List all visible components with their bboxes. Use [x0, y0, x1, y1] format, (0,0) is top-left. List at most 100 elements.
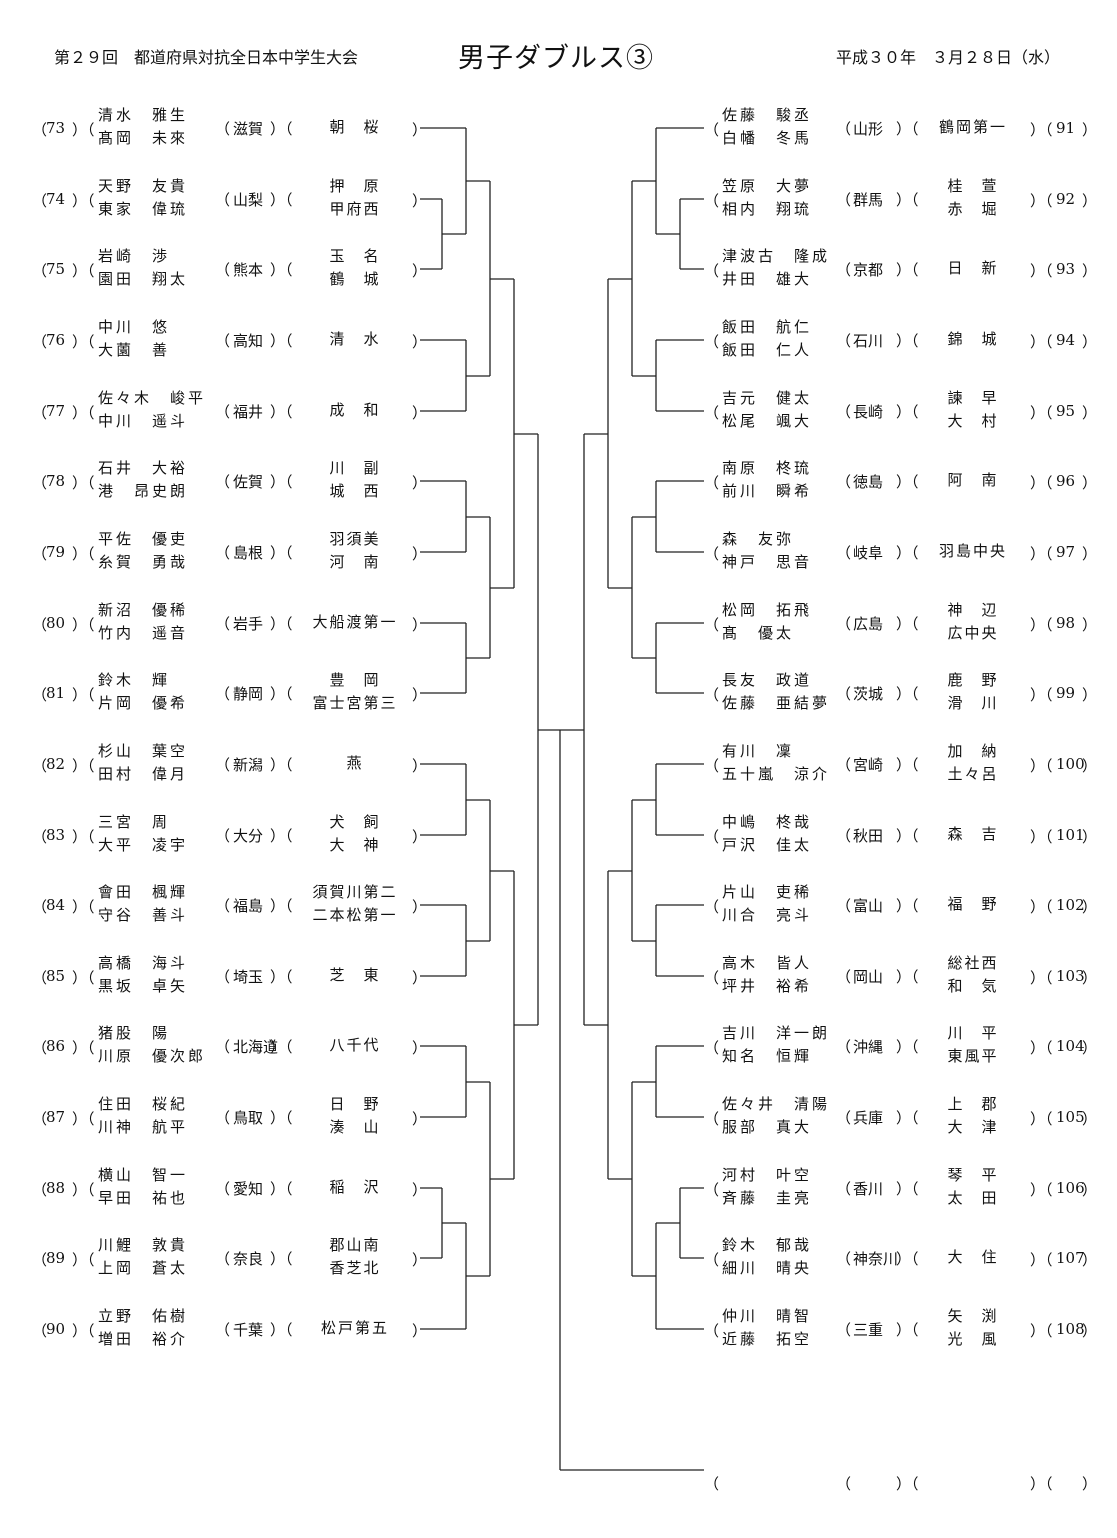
paren: ）（	[1030, 757, 1053, 775]
player-1-name: 新沼 優稀	[98, 601, 189, 619]
paren: ）（	[1030, 1110, 1053, 1128]
school-name-2: 光 風	[947, 1330, 999, 1348]
paren: ）（	[896, 685, 919, 703]
entry-number: 96	[1056, 472, 1076, 490]
school-name-1: 桂 萱	[947, 177, 999, 195]
paren: ）	[1082, 1322, 1098, 1340]
player-1-name: 津波古 隆成	[722, 247, 831, 265]
player-1-name: 長友 政道	[722, 671, 813, 689]
entry-number: 84	[46, 896, 66, 914]
paren: （	[32, 1110, 48, 1128]
school-name-1: 八千代	[329, 1036, 381, 1054]
paren: ）（	[1030, 545, 1053, 563]
paren: （	[215, 1250, 231, 1268]
player-2-name: 細川 晴央	[722, 1259, 813, 1277]
entry-row: （77）（佐々木 峻平中川 遥斗（福井）（）成 和	[0, 387, 1117, 435]
entry-row: （笠原 大夢相内 翔琉（群馬）（）（92）桂 萱赤 堀	[0, 175, 1117, 223]
paren: ）	[1082, 545, 1098, 563]
player-2-name: 近藤 拓空	[722, 1330, 813, 1348]
school-name-1: 阿 南	[947, 471, 999, 489]
paren: （	[215, 120, 231, 138]
player-2-name: 園田 翔太	[98, 270, 189, 288]
entry-number: 82	[46, 755, 66, 773]
paren: （	[704, 404, 720, 422]
school-name-2: 香芝北	[329, 1259, 381, 1277]
entry-number: 105	[1056, 1108, 1085, 1126]
entry-number: 98	[1056, 614, 1076, 632]
player-2-name: 松尾 颯大	[722, 412, 813, 430]
prefecture: 群馬	[853, 191, 884, 209]
paren: （	[32, 333, 48, 351]
player-2-name: 田村 偉月	[98, 765, 189, 783]
player-2-name: 川原 優次郎	[98, 1047, 207, 1065]
player-1-name: 仲川 晴智	[722, 1307, 813, 1325]
player-1-name: 吉元 健太	[722, 389, 813, 407]
paren: ）（	[270, 1038, 293, 1056]
school-name-2: 東風平	[947, 1047, 999, 1065]
player-1-name: 鈴木 輝	[98, 671, 171, 689]
paren: （	[32, 1251, 48, 1269]
paren: （	[32, 545, 48, 563]
paren: ）	[1082, 1181, 1098, 1199]
paren: ）（	[72, 474, 95, 492]
entry-row: （74）（天野 友貴東家 偉琉（山梨）（）押 原甲府西	[0, 175, 1117, 223]
paren: （	[836, 544, 852, 562]
prefecture: 熊本	[233, 261, 264, 279]
school-name-2: 土々呂	[947, 765, 999, 783]
prefecture: 山梨	[233, 191, 264, 209]
prefecture: 福井	[233, 403, 264, 421]
paren: （	[215, 685, 231, 703]
school-name-2: 富士宮第三	[312, 694, 398, 712]
player-1-name: 川鯉 敦貴	[98, 1236, 189, 1254]
paren: ）	[412, 404, 428, 422]
paren: ）（	[270, 1180, 293, 1198]
entry-row: （片山 吏稀川合 亮斗（富山）（）（102）福 野	[0, 881, 1117, 929]
entry-row: （87）（住田 桜紀川神 航平（鳥取）（）日 野湊 山	[0, 1093, 1117, 1141]
paren: ）	[412, 1251, 428, 1269]
paren: ）	[1082, 262, 1098, 280]
paren: （	[836, 191, 852, 209]
entry-row: （76）（中川 悠大薗 善（高知）（）清 水	[0, 316, 1117, 364]
player-1-name: 三宮 周	[98, 813, 171, 831]
paren: ）	[412, 545, 428, 563]
paren: （	[32, 969, 48, 987]
paren: ）（	[72, 1039, 95, 1057]
paren: （	[836, 827, 852, 845]
prefecture: 兵庫	[853, 1109, 884, 1127]
event-date: 平成３０年 ３月２８日（水）	[836, 48, 1061, 67]
prefecture: 静岡	[233, 685, 264, 703]
paren: ）（	[896, 403, 919, 421]
tournament-name: 第２９回 都道府県対抗全日本中学生大会	[54, 48, 359, 67]
entry-number: 73	[46, 119, 66, 137]
paren: （	[836, 1321, 852, 1339]
paren: ）（	[270, 1250, 293, 1268]
entry-number: 80	[46, 614, 66, 632]
school-name-1: 川 平	[947, 1024, 999, 1042]
paren: ）	[412, 898, 428, 916]
prefecture: 長崎	[853, 403, 884, 421]
paren: （	[836, 615, 852, 633]
school-name-1: 羽須美	[329, 530, 381, 548]
school-name-1: 羽島中央	[938, 542, 1007, 560]
paren: ）	[412, 474, 428, 492]
paren: ）（	[1030, 969, 1053, 987]
paren: ）（	[1030, 474, 1053, 492]
school-name-2: 大 村	[947, 412, 999, 430]
entry-number: 79	[46, 543, 66, 561]
entry-number: 90	[46, 1320, 66, 1338]
paren: ）	[412, 333, 428, 351]
paren: ）（	[270, 473, 293, 491]
prefecture: 神奈川	[853, 1250, 899, 1268]
player-2-name: 坪井 裕希	[722, 977, 813, 995]
entry-row: （鈴木 郁哉細川 晴央（神奈川）（）（107）大 住	[0, 1234, 1117, 1282]
school-name-1: 犬 飼	[329, 813, 381, 831]
paren: ）（	[896, 756, 919, 774]
entry-row: （79）（平佐 優吏糸賀 勇哉（島根）（）羽須美河 南	[0, 528, 1117, 576]
paren: ）	[412, 828, 428, 846]
paren: ）（	[896, 261, 919, 279]
player-2-name: 前川 瞬希	[722, 482, 813, 500]
player-2-name: 髙 優太	[722, 624, 795, 642]
paren: ）（	[72, 616, 95, 634]
paren: ）	[1082, 828, 1098, 846]
